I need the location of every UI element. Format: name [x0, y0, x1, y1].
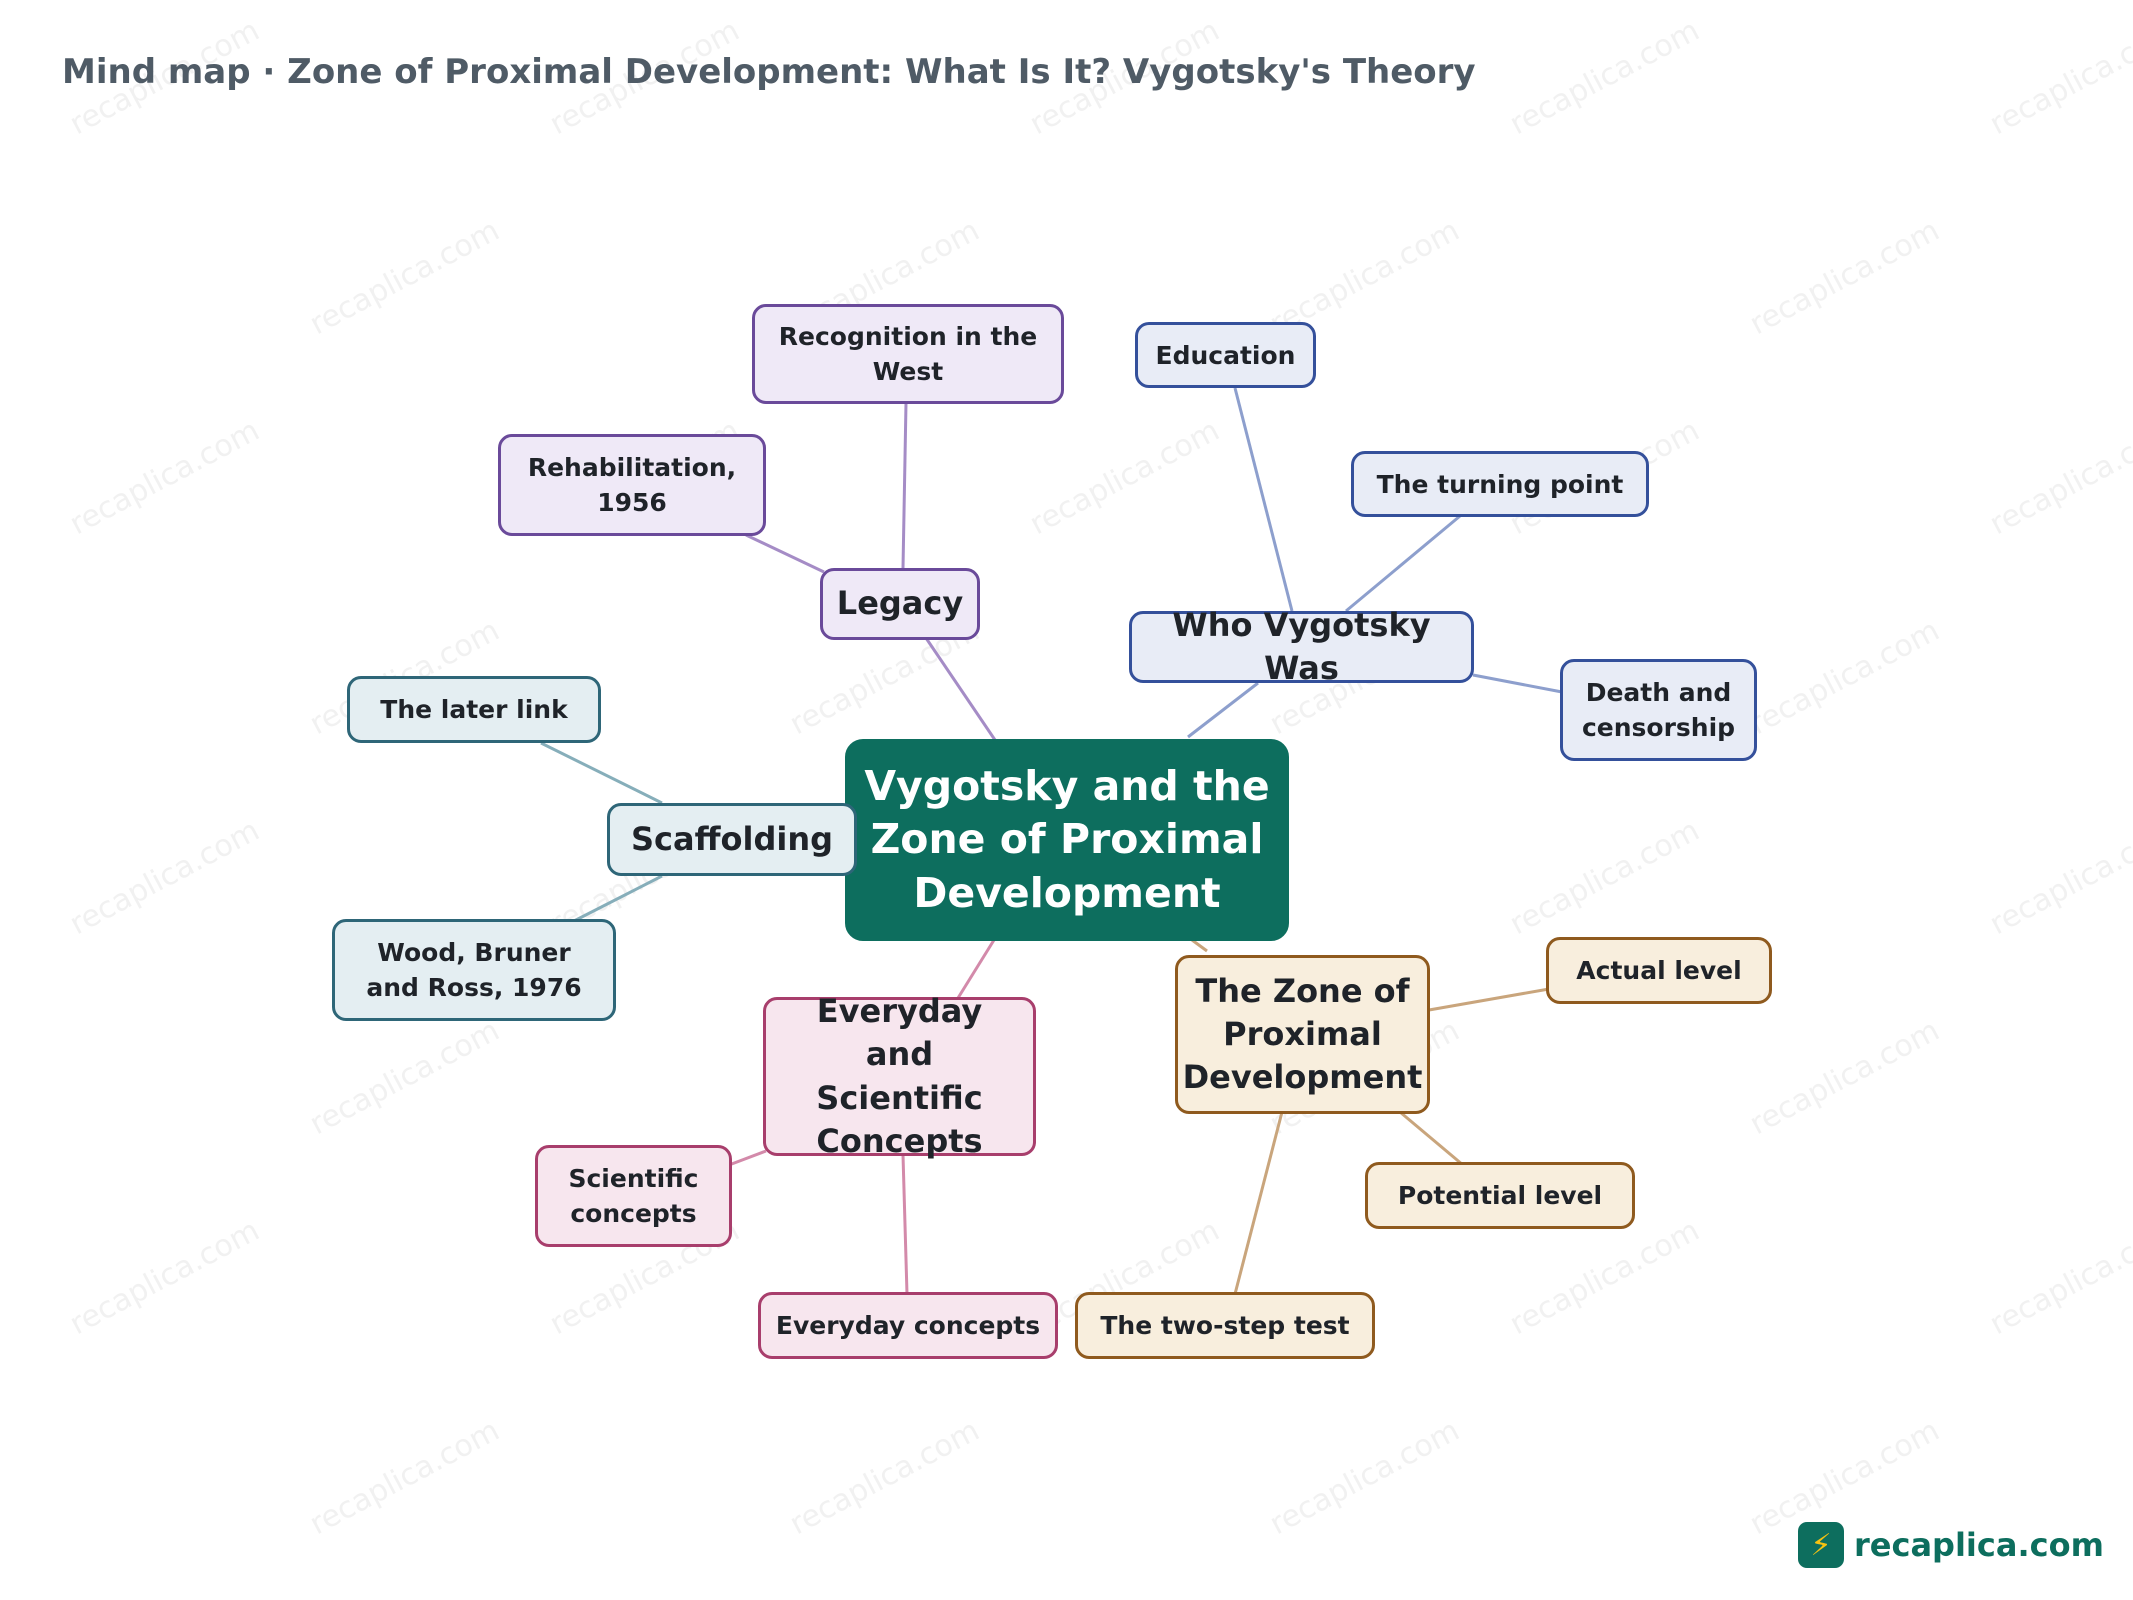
branch-zone-of-proximal-development[interactable]: The Zone of Proximal Development: [1175, 955, 1430, 1114]
leaf-scientific-concepts[interactable]: Scientific concepts: [535, 1145, 732, 1247]
leaf-the-turning-point[interactable]: The turning point: [1351, 451, 1649, 517]
link-zpd-twostep: [1233, 1111, 1284, 1295]
leaf-death-and-censorship[interactable]: Death and censorship: [1560, 659, 1757, 761]
link-everyday-scientific: [728, 1149, 767, 1167]
brand-name: recaplica.com: [1854, 1526, 2104, 1564]
leaf-actual-level[interactable]: Actual level: [1546, 937, 1772, 1004]
link-root-legacy: [924, 637, 997, 741]
link-legacy-recognition: [901, 402, 908, 569]
link-root-who: [1187, 681, 1259, 739]
page-title: Mind map · Zone of Proximal Development:…: [62, 52, 1476, 92]
leaf-everyday-concepts[interactable]: Everyday concepts: [758, 1292, 1058, 1359]
link-scaffolding-wood: [573, 874, 663, 923]
branch-legacy[interactable]: Legacy: [820, 568, 980, 640]
lightning-book-icon: ⚡: [1798, 1522, 1844, 1568]
leaf-the-later-link[interactable]: The later link: [347, 676, 601, 743]
leaf-recognition-in-the-west[interactable]: Recognition in the West: [752, 304, 1064, 404]
link-everyday-everyday: [901, 1154, 909, 1295]
brand-logo[interactable]: ⚡ recaplica.com: [1798, 1522, 2104, 1568]
link-scaffolding-later: [540, 741, 663, 805]
link-root-everyday: [956, 939, 996, 999]
root-node[interactable]: Vygotsky and the Zone of Proximal Develo…: [845, 739, 1289, 941]
link-who-turning: [1345, 514, 1461, 613]
leaf-wood-bruner-ross-1976[interactable]: Wood, Bruner and Ross, 1976: [332, 919, 616, 1021]
link-root-zpd: [1191, 938, 1208, 953]
link-who-death: [1472, 673, 1563, 694]
link-who-education: [1233, 387, 1294, 612]
link-legacy-rehab: [745, 533, 825, 574]
branch-everyday-and-scientific-concepts[interactable]: Everyday and Scientific Concepts: [763, 992, 1036, 1160]
branch-scaffolding[interactable]: Scaffolding: [607, 803, 857, 876]
link-zpd-actual: [1428, 987, 1550, 1012]
leaf-potential-level[interactable]: Potential level: [1365, 1162, 1635, 1229]
leaf-rehabilitation-1956[interactable]: Rehabilitation, 1956: [498, 434, 766, 536]
leaf-education[interactable]: Education: [1135, 322, 1316, 388]
link-zpd-potential: [1399, 1110, 1464, 1167]
leaf-the-two-step-test[interactable]: The two-step test: [1075, 1292, 1375, 1359]
branch-who-vygotsky-was[interactable]: Who Vygotsky Was: [1129, 606, 1474, 687]
